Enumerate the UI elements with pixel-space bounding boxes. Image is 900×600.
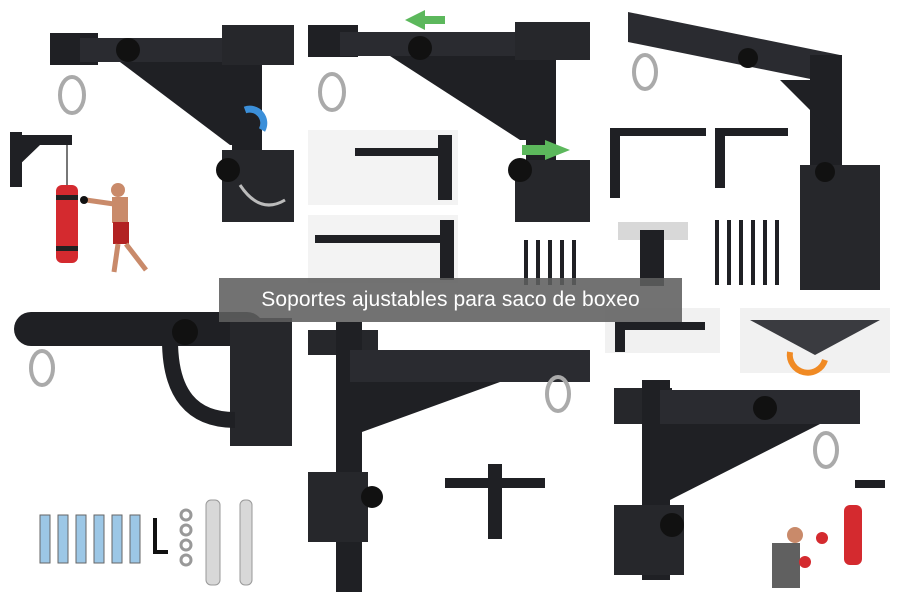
bracket-image [610, 12, 880, 290]
caption-bar: Soportes ajustables para saco de boxeo [219, 278, 682, 322]
caption-text: Soportes ajustables para saco de boxeo [261, 288, 640, 311]
bracket-image [10, 25, 294, 273]
bracket-tile-6[interactable] [600, 300, 900, 600]
bracket-tile-1[interactable] [0, 0, 300, 290]
bracket-tile-3[interactable] [600, 0, 900, 300]
bracket-tile-4[interactable] [0, 300, 300, 600]
bracket-tile-5[interactable] [300, 322, 600, 600]
bracket-image [308, 10, 590, 285]
bracket-image [308, 322, 590, 592]
bracket-image [14, 312, 292, 586]
bracket-image [605, 308, 890, 588]
bracket-tile-2[interactable] [300, 0, 600, 290]
